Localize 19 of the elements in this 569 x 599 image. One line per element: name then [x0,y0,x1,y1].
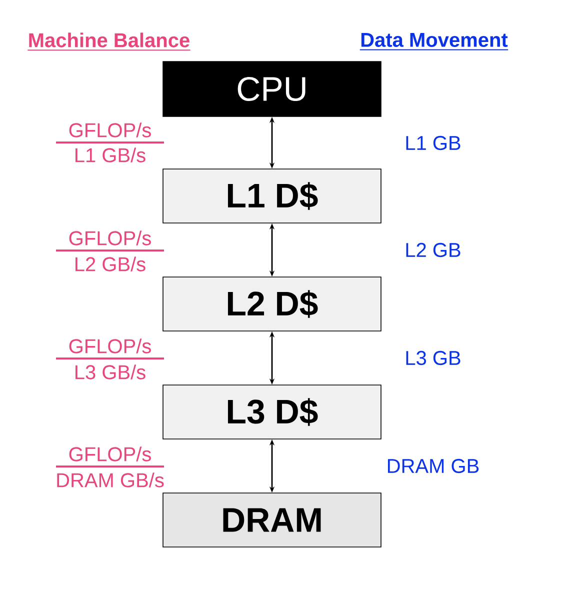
fraction-numerator: GFLOP/s [69,230,151,246]
data-label: L3 GB [406,350,460,366]
fraction-denominator: L1 GB/s [76,148,146,162]
fraction-denominator: L3 GB/s [76,364,146,380]
memory-box: DRAM [162,492,382,548]
fraction-numerator: GFLOP/s [69,446,151,462]
heading: Machine Balance [27,32,191,51]
fraction-denominator: DRAM GB/s [57,472,164,488]
memory-box: L2 D$ [162,276,382,332]
memory-box: L1 D$ [162,168,382,224]
memory-box: L3 D$ [162,384,382,440]
heading: Data Movement [359,33,509,50]
data-label: L1 GB [406,136,460,150]
cpu-box: CPU [162,61,382,117]
fraction-numerator: GFLOP/s [69,122,151,138]
fraction-numerator: GFLOP/s [69,338,151,354]
data-label: L2 GB [406,242,460,258]
fraction-denominator: L2 GB/s [76,256,146,272]
data-label: DRAM GB [388,458,479,474]
